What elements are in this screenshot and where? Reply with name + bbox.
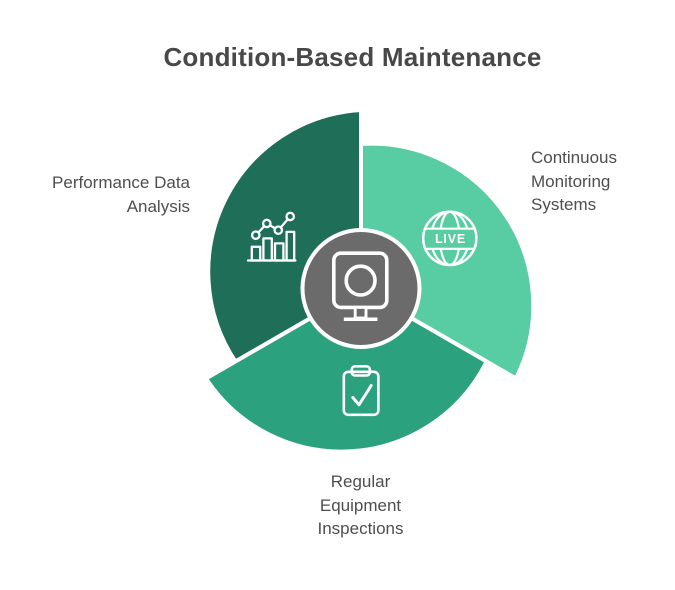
segment-wedge-green — [204, 287, 489, 454]
center-hub — [300, 228, 422, 349]
label-performance-data-analysis: Performance Data Analysis — [52, 171, 190, 218]
bar-line-chart-icon — [246, 211, 297, 262]
page-title: Condition-Based Maintenance — [163, 42, 542, 72]
chart-trend-nodes — [250, 211, 296, 241]
live-globe-icon: LIVE — [421, 210, 478, 267]
label-line: Regular — [330, 472, 391, 491]
monitor-lens — [344, 264, 377, 297]
chart-bars — [250, 230, 296, 262]
label-line: Systems — [531, 195, 597, 214]
segment-continuous-monitoring-systems: LIVE — [359, 141, 536, 381]
segment-regular-equipment-inspections — [204, 287, 489, 454]
monitor-icon — [331, 251, 389, 322]
label-line: Equipment — [319, 495, 402, 515]
globe-latitude-lines — [425, 227, 475, 250]
live-text: LIVE — [435, 232, 466, 246]
label-regular-equipment-inspections: Regular Equipment Inspections — [235, 470, 486, 541]
globe-band — [426, 229, 474, 248]
label-continuous-monitoring-systems: Continuous Monitoring Systems — [531, 146, 617, 217]
label-line: Performance Data — [52, 173, 190, 192]
chart-trend-line — [254, 215, 292, 237]
label-line: Inspections — [317, 519, 404, 538]
clipboard-clip — [350, 364, 372, 377]
center-hub-circle — [300, 228, 422, 349]
clipboard-body — [342, 370, 380, 417]
globe-outline — [421, 210, 478, 267]
label-line: Continuous — [531, 148, 618, 167]
label-line: Monitoring — [531, 171, 611, 191]
label-line: Analysis — [126, 196, 190, 216]
clipboard-checkmark — [351, 384, 373, 407]
segment-wedge-teal — [359, 141, 536, 381]
monitor-stand-post — [353, 305, 368, 320]
clipboard-check-icon — [342, 364, 380, 417]
